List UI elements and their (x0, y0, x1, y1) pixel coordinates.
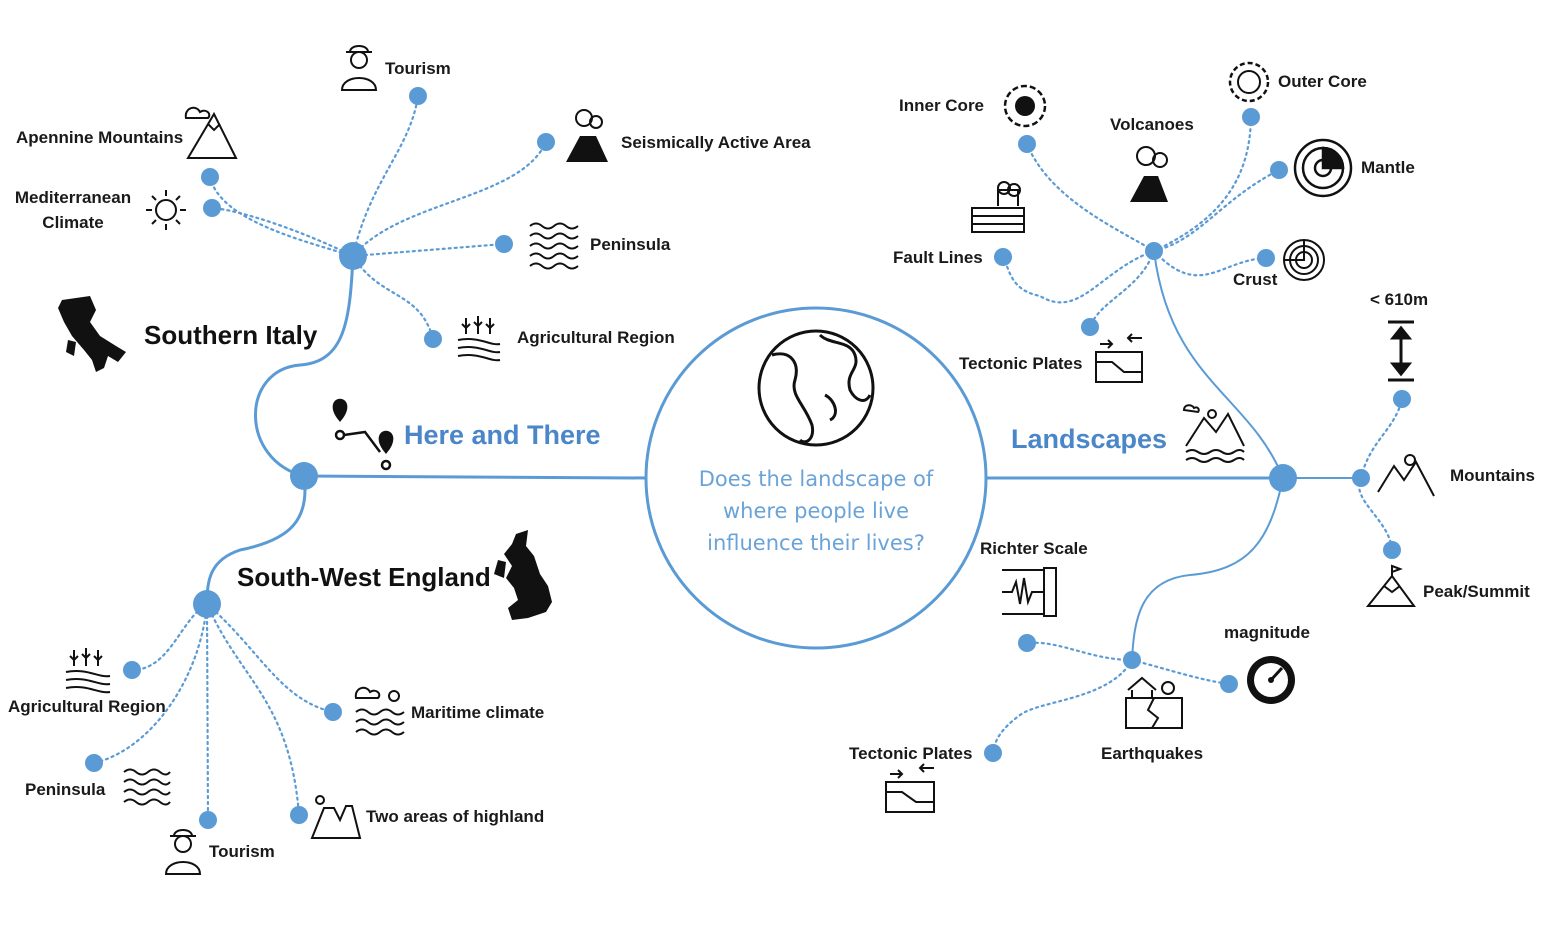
highland-icon (310, 795, 362, 839)
central-question: Does the landscape of where people live … (698, 467, 934, 555)
branch-to-volcanoes (1153, 250, 1284, 479)
label-crust: Crust (1233, 270, 1278, 289)
label-earthquakes: Earthquakes (1101, 744, 1204, 763)
label-maritime-climate: Maritime climate (411, 703, 545, 722)
node-landscapes (1269, 464, 1297, 492)
tourist-icon (340, 45, 378, 91)
waves-icon (123, 768, 171, 806)
dotted-connectors (92, 94, 1404, 822)
italy-map-icon (58, 296, 126, 372)
node-mountains (1352, 469, 1370, 487)
tourist-icon (164, 829, 202, 875)
height-arrow-icon (1388, 320, 1414, 382)
label-seismically-active: Seismically Active Area (621, 133, 811, 152)
branch-label-landscapes: Landscapes (1011, 424, 1168, 454)
label-apennine-mountains: Apennine Mountains (16, 128, 184, 147)
mountain-cloud-icon (184, 106, 238, 159)
sun-icon (146, 190, 186, 230)
label-si-tourism: Tourism (385, 59, 451, 78)
volcano-icon (566, 109, 608, 162)
seismograph-icon (1002, 567, 1057, 617)
label-si-peninsula: Peninsula (590, 235, 671, 254)
label-magnitude: magnitude (1224, 623, 1310, 642)
label-outer-core: Outer Core (1278, 72, 1367, 91)
earthquake-house-icon (1125, 676, 1183, 729)
gauge-icon (1247, 656, 1295, 704)
label-peak-summit: Peak/Summit (1423, 582, 1530, 601)
landscape-icon (1182, 404, 1245, 463)
volcano-icon (1130, 146, 1168, 202)
node-south-west-england (193, 590, 221, 618)
agriculture-icon (457, 316, 501, 362)
globe-icon (757, 329, 875, 447)
label-volcano-tectonic-plates: Tectonic Plates (959, 354, 1083, 373)
fault-lines-icon (971, 181, 1025, 233)
label-mantle: Mantle (1361, 158, 1415, 177)
branch-label-here-and-there: Here and There (404, 420, 601, 450)
label-eq-tectonic-plates: Tectonic Plates (849, 744, 973, 763)
nodes (85, 87, 1411, 829)
outer-core-icon (1228, 61, 1270, 103)
label-fault-lines: Fault Lines (893, 248, 983, 267)
node-earthquakes (1123, 651, 1141, 669)
node-volcanoes (1145, 242, 1163, 260)
label-mountains: Mountains (1450, 466, 1535, 485)
label-inner-core: Inner Core (899, 96, 985, 115)
uk-map-icon (494, 530, 552, 620)
branch-to-south-west-england (205, 475, 307, 605)
crust-icon (1283, 239, 1325, 281)
main-branch-left (303, 474, 647, 480)
label-swe-agricultural: Agricultural Region (8, 697, 166, 716)
label-si-agricultural: Agricultural Region (517, 328, 675, 347)
title-southern-italy: Southern Italy (144, 320, 318, 350)
node-southern-italy (339, 242, 367, 270)
branch-to-southern-italy (254, 255, 355, 478)
mantle-icon (1293, 138, 1353, 198)
inner-core-icon (1003, 84, 1047, 128)
title-south-west-england: South-West England (237, 562, 491, 592)
mountains-sun-icon (1377, 454, 1435, 497)
tectonic-plates-icon (1095, 333, 1143, 383)
route-pin-icon (332, 398, 394, 471)
label-mediterranean: Mediterranean (14, 188, 132, 207)
maritime-climate-icon (354, 686, 405, 736)
label-swe-tourism: Tourism (209, 842, 275, 861)
label-height: < 610m (1370, 290, 1429, 309)
label-volcanoes: Volcanoes (1110, 115, 1194, 134)
tectonic-plates-icon (885, 763, 935, 813)
label-richter-scale: Richter Scale (980, 539, 1088, 558)
branch-to-earthquakes (1131, 477, 1284, 661)
node-here-and-there (290, 462, 318, 490)
agriculture-icon (65, 648, 111, 694)
label-swe-peninsula: Peninsula (25, 780, 106, 799)
label-climate: Climate (42, 213, 104, 232)
peak-summit-icon (1365, 564, 1416, 607)
waves-icon (529, 222, 579, 270)
label-highland: Two areas of highland (366, 807, 545, 826)
